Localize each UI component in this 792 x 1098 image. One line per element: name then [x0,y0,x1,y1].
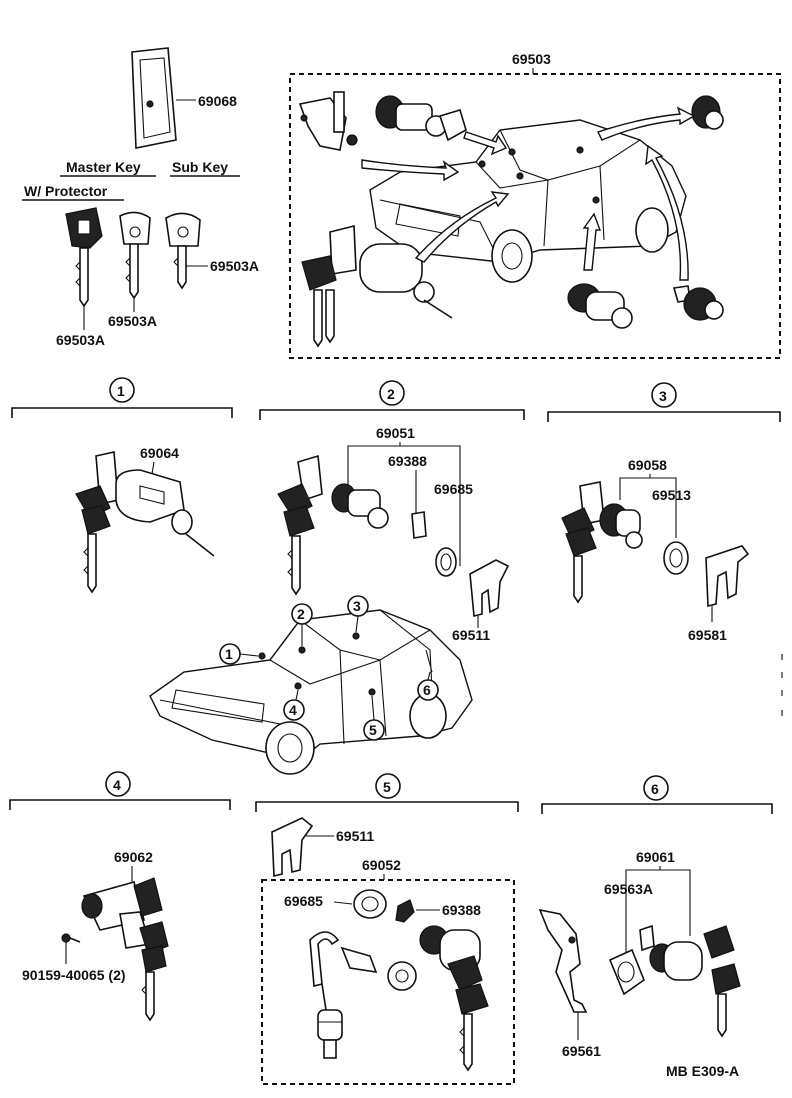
section-6-number: 6 [651,781,659,797]
section-5-part-gasket: 69685 [284,893,323,909]
section-4-number: 4 [113,777,121,793]
section-3-number: 3 [659,388,667,404]
section-2-part-gasket: 69685 [434,481,473,497]
section-6-part-bellcrank: 69561 [562,1043,601,1059]
protector-part-number: 69068 [198,93,237,109]
master-key-heading: Master Key [66,159,141,175]
set-ignition-switch [301,224,453,348]
section-3-part-retainer: 69581 [688,627,727,643]
sub-key-2 [165,212,208,290]
key-part-number-middle: 69503A [108,313,157,329]
master-key-with-protector [65,207,103,330]
section-3-part-assy: 69058 [628,457,667,473]
locator-callout-3: 3 [353,598,361,614]
locator-callout-6: 6 [423,682,431,698]
set-trunk-cylinder [691,95,724,130]
retainer-69511-section-5 [271,817,314,878]
set-rear-door-cylinder [567,283,633,329]
rear-lock-6 [608,924,741,1038]
locator-callout-1: 1 [225,646,233,662]
section-4-header: 4 [9,771,231,810]
set-arrow-6 [463,131,508,156]
locator-callout-5: 5 [369,722,377,738]
set-door-latch-left [298,91,358,151]
section-5-part-assy: 69052 [362,857,401,873]
key-part-number-left: 69503A [56,332,105,348]
section-5-header: 5 [255,773,519,812]
sub-key-heading: Sub Key [172,159,228,175]
section-4-part-assy: 69062 [114,849,153,865]
door-cylinder-2 [277,454,457,596]
section-5-assy-boundary [261,879,515,1085]
section-5-part-retainer: 69511 [336,828,374,844]
retainer-69581 [705,545,750,608]
section-6-header: 6 [541,775,773,814]
set-arrow-3 [597,106,696,141]
bellcrank-69561 [538,908,588,1013]
lock-set-boundary [289,73,781,359]
section-2-part-clip: 69388 [388,453,427,469]
door-cylinder-5 [309,925,489,1072]
section-1-part-ignition: 69064 [140,445,179,461]
locator-callouts: 1 2 3 4 5 6 [219,595,439,741]
section-2-part-retainer: 69511 [452,627,490,643]
section-1-header: 1 [11,377,233,418]
section-3-part-gasket: 69513 [652,487,691,503]
screw-90159 [61,933,81,943]
ignition-cylinder-1 [75,451,215,594]
locator-car [149,609,473,775]
clip-69388-section-5 [395,899,415,923]
set-arrow-2 [414,191,510,263]
key-protector [131,47,196,149]
set-arrow-4 [582,212,602,271]
trunk-cylinder-3 [561,481,689,604]
set-arrow-1 [361,159,460,182]
diagram-code: MB E309-A [666,1063,739,1079]
locator-callout-4: 4 [289,702,297,718]
section-2-header: 2 [259,380,525,420]
key-part-number-right: 69503A [210,258,259,274]
section-3-header: 3 [547,382,781,422]
section-1-number: 1 [117,383,125,399]
set-door-cylinder-top [375,95,467,142]
set-arrow-5 [645,144,689,281]
protector-heading: W/ Protector [24,183,108,199]
section-5-part-clip: 69388 [442,902,481,918]
set-glove-box-cylinder [672,285,724,321]
lock-set-part-number: 69503 [512,51,551,67]
gasket-69685-section-5 [353,889,387,919]
section-2-number: 2 [387,386,395,402]
glove-box-lock-4 [81,877,169,1022]
section-6-part-assy: 69061 [636,849,675,865]
section-6-part-gasket: 69563A [604,881,653,897]
section-4-part-screw: 90159-40065 (2) [22,967,126,983]
section-2-part-assy: 69051 [376,425,415,441]
section-5-number: 5 [383,779,391,795]
sub-key-1 [119,211,151,312]
locator-callout-2: 2 [297,606,305,622]
retainer-69511 [469,559,510,618]
